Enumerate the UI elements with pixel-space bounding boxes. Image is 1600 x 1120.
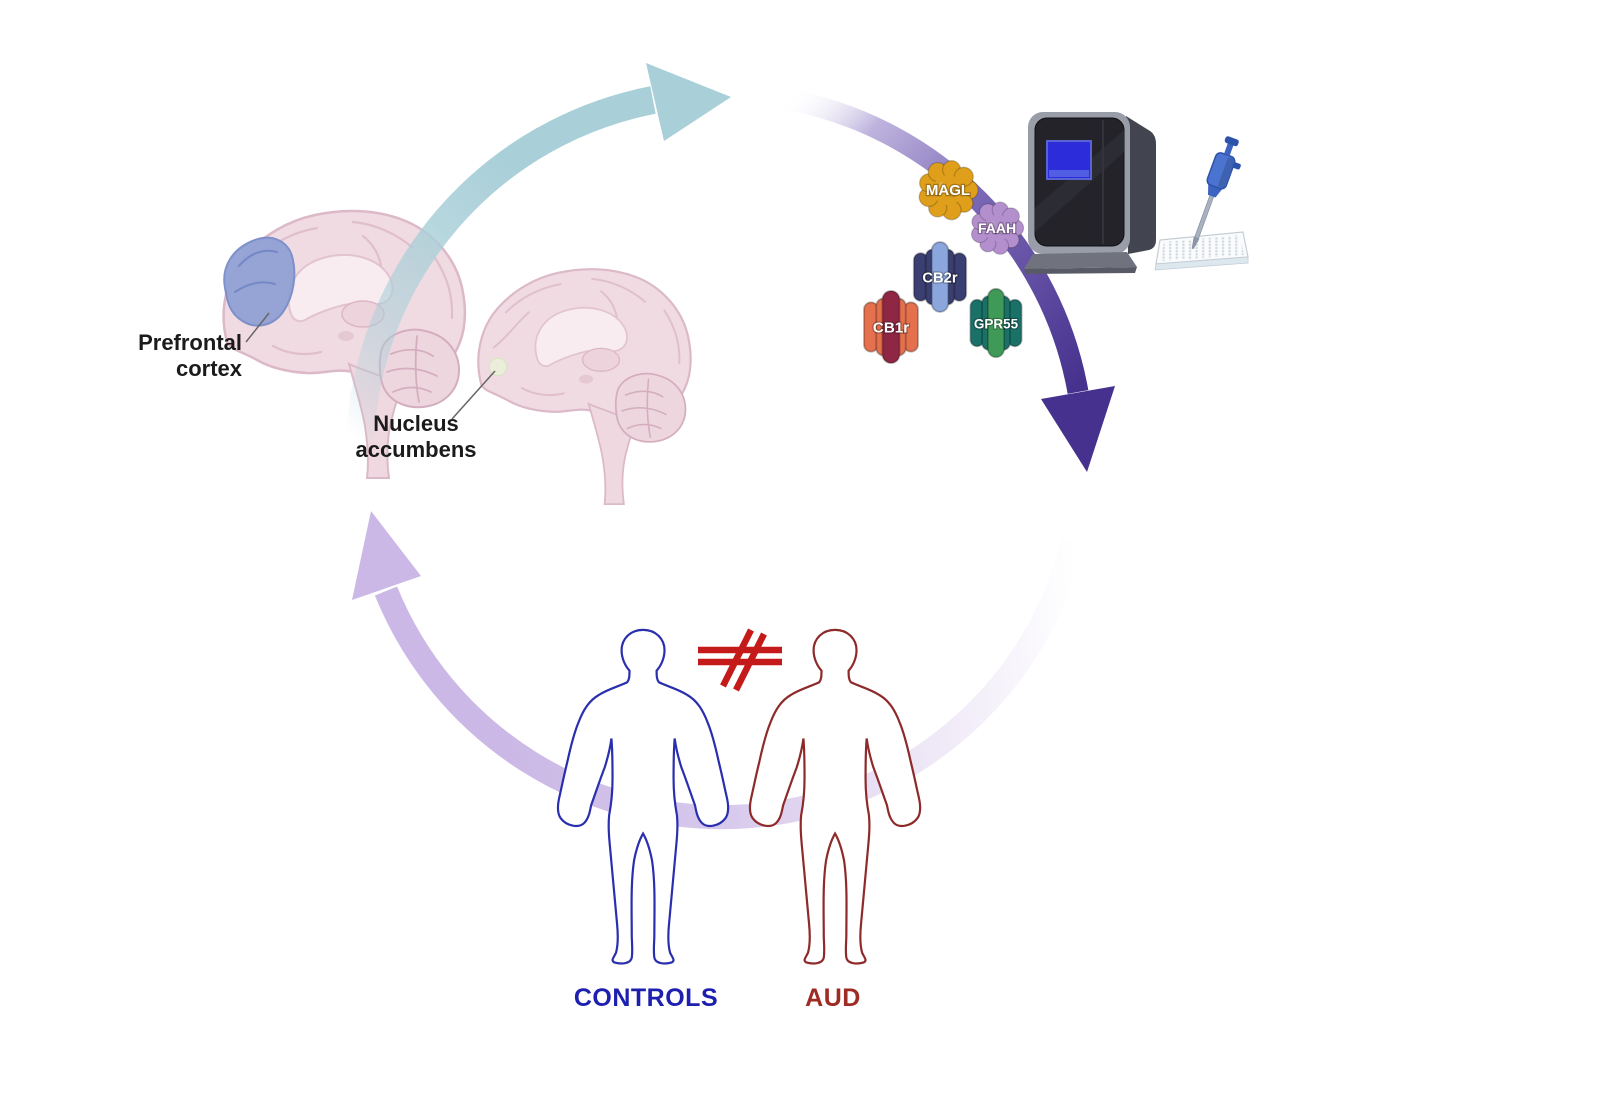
svg-text:CB2r: CB2r: [922, 271, 957, 287]
not-equal-icon: [698, 628, 782, 692]
well-plate-96-icon: [1154, 231, 1249, 271]
svg-text:GPR55: GPR55: [974, 316, 1019, 331]
nucleus-pointer-line: [451, 370, 496, 420]
lavender-cycle-arrow: [352, 511, 1085, 830]
purple-cycle-arrow: [783, 88, 1115, 472]
prefrontal-cortex-label: Prefrontal cortex: [138, 312, 270, 381]
svg-text:accumbens: accumbens: [355, 437, 476, 462]
controls-label: CONTROLS: [574, 984, 718, 1012]
svg-text:Nucleus: Nucleus: [373, 411, 459, 436]
brain-left: [222, 209, 467, 480]
controls-figure human-outline-icon: [556, 628, 730, 965]
cb1r-receptor: CB1r: [862, 289, 920, 365]
nucleus-accumbens-region: [488, 357, 508, 377]
svg-text:MAGL: MAGL: [926, 182, 970, 199]
magl-enzyme: MAGL: [918, 160, 979, 221]
svg-text:CB1r: CB1r: [873, 320, 909, 337]
teal-cycle-arrow: [346, 63, 731, 443]
nucleus-accumbens-label: Nucleus accumbens: [355, 370, 496, 462]
micropipette-icon: [1191, 136, 1241, 250]
brain-right: [477, 268, 692, 506]
svg-text:cortex: cortex: [176, 356, 243, 381]
brain-sagittal-icon: [477, 268, 692, 506]
qpcr-machine-icon: [1024, 112, 1156, 274]
prefrontal-cortex-region: [223, 236, 296, 327]
prefrontal-pointer-line: [245, 312, 270, 343]
cb2r-receptor: CB2r: [912, 241, 968, 313]
gpr55-receptor: GPR55: [969, 287, 1023, 359]
svg-text:Prefrontal: Prefrontal: [138, 330, 242, 355]
aud-figure human-outline-icon: [748, 628, 922, 965]
aud-label: AUD: [805, 984, 861, 1012]
svg-text:FAAH: FAAH: [978, 220, 1016, 236]
faah-enzyme: FAAH: [970, 201, 1025, 255]
